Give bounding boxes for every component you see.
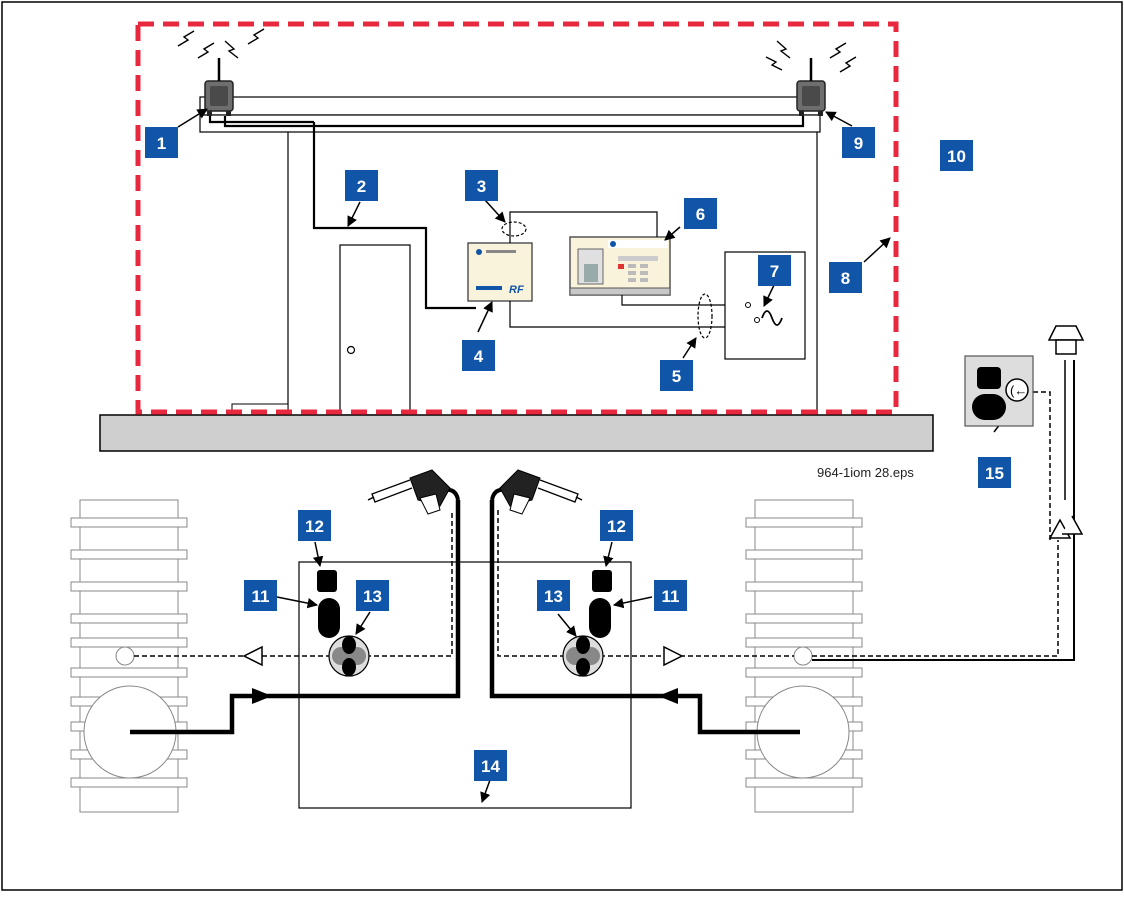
vapor-lines [134,391,1059,657]
callout-13-left: 13 [356,580,389,611]
ac-sine-icon [761,310,783,326]
svg-text:7: 7 [770,262,779,281]
vapor-arrow-left [242,645,263,667]
svg-text:13: 13 [544,587,563,606]
wireless-transmitter-icon [317,570,340,638]
svg-text:1: 1 [157,134,166,153]
receiver-module: RF [467,242,533,302]
radio-coverage-boundary [135,21,899,415]
svg-text:8: 8 [841,269,850,288]
flow-arrow-left [252,688,272,704]
svg-text:9: 9 [854,134,863,153]
callout-10: 10 [940,140,973,171]
svg-text:11: 11 [662,587,680,606]
svg-text:12: 12 [607,517,626,536]
vent-transmitter-unit: (← [964,355,1034,427]
callout-6: 6 [684,198,717,229]
svg-text:5: 5 [672,367,681,386]
door [339,244,411,416]
fuel-nozzle-icon [490,469,583,515]
building [99,96,934,452]
door-knob [346,345,356,355]
callout-15: 15 [978,457,1011,488]
building-slab [99,414,934,452]
wireless-transmitter-icon [589,570,612,638]
flow-arrow-right [658,688,678,704]
flow-meter-icon [562,635,604,677]
canopy-beam-top [199,96,821,116]
svg-text:4: 4 [474,347,484,366]
vapor-arrow-right [663,645,684,667]
fuel-nozzle-icon [367,469,460,515]
tank-monitor-console [569,236,671,296]
console-wiring [501,211,758,339]
svg-text:2: 2 [357,177,366,196]
callout-2: 2 [345,170,378,201]
antenna-cables [208,116,805,310]
dispenser-island [298,561,632,809]
callout-11-left: 11 [244,580,277,611]
fuel-product-lines [130,500,800,735]
svg-text:(←: (← [1010,383,1027,398]
callout-1: 1 [145,127,178,158]
callout-14: 14 [474,750,507,781]
callout-4: 4 [462,340,495,371]
svg-text:11: 11 [252,587,270,606]
svg-text:RF: RF [509,284,524,296]
vent-cap-icon [1047,325,1085,341]
svg-text:13: 13 [363,587,382,606]
antenna-radio-icon [177,28,265,116]
callout-5: 5 [660,360,693,391]
svg-text:3: 3 [477,177,486,196]
flow-meter-icon [328,635,370,677]
callout-3: 3 [465,170,498,201]
figure-filename: 964-1iom 28.eps [817,465,914,480]
callout-9: 9 [842,127,875,158]
callout-8: 8 [829,262,862,293]
canopy-beam-bottom [199,114,821,133]
callout-11-right: 11 [654,580,687,611]
callout-13-right: 13 [537,580,570,611]
antenna-radio-icon [765,40,857,116]
svg-text:10: 10 [947,147,966,166]
callout-12-right: 12 [600,510,633,541]
svg-text:6: 6 [696,205,705,224]
svg-text:15: 15 [985,464,1004,483]
callout-12-left: 12 [298,510,331,541]
vent-pipe [812,325,1085,661]
svg-text:12: 12 [305,517,324,536]
svg-text:14: 14 [481,757,500,776]
callout-7: 7 [758,255,791,286]
